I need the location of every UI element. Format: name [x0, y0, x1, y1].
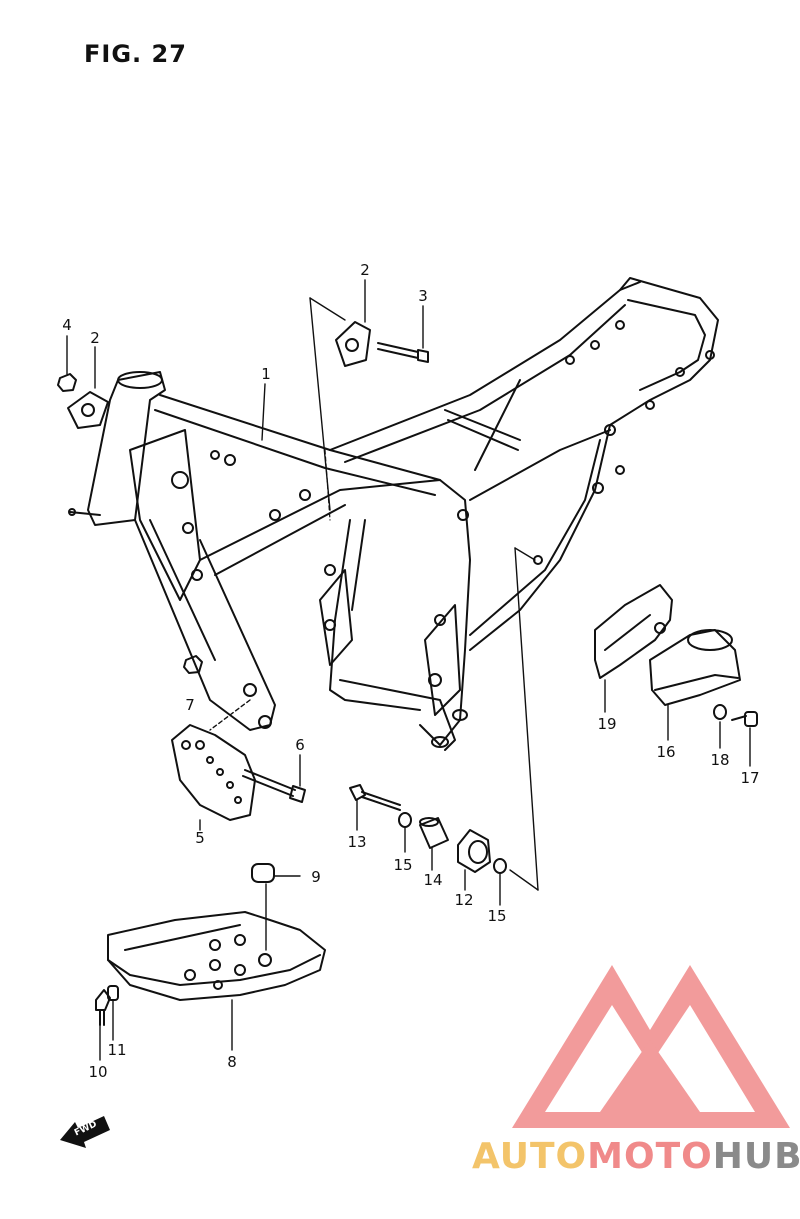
callout-15-b: 15: [487, 907, 507, 925]
part-13-bolt: [349, 784, 401, 811]
part-18-washer: [713, 704, 727, 720]
callout-16: 16: [656, 743, 676, 761]
part-7-nut: [183, 655, 203, 674]
callout-5: 5: [195, 829, 205, 847]
part-17-screw: [731, 711, 758, 727]
part-9-cushion: [251, 863, 275, 883]
callout-11: 11: [107, 1041, 127, 1059]
callout-8: 8: [227, 1053, 237, 1071]
fwd-arrow-icon: [60, 1116, 110, 1148]
part-2-gasket-left: [67, 391, 109, 429]
callout-9: 9: [311, 868, 321, 886]
callout-3: 3: [418, 287, 428, 305]
callout-14: 14: [423, 871, 443, 889]
watermark-moto: MOTO: [587, 1136, 713, 1177]
part-10-bolt: [95, 989, 111, 1026]
watermark-text: AUTOMOTOHUB: [472, 1136, 800, 1177]
part-16-battery-cover: [649, 629, 741, 706]
fig-title: FIG. 27: [84, 40, 187, 68]
part-2-gasket-right: [335, 321, 371, 367]
part-15-washer-b: [493, 858, 507, 874]
callout-6: 6: [295, 736, 305, 754]
callout-4: 4: [62, 316, 72, 334]
part-8-skid-plate: [107, 883, 326, 1001]
automotohub-logo-icon: [512, 965, 790, 1128]
watermark-hub: HUB: [712, 1136, 800, 1177]
callout-19: 19: [597, 715, 617, 733]
watermark-auto: AUTO: [472, 1136, 588, 1177]
callout-10: 10: [88, 1063, 108, 1081]
part-19-cover: [594, 584, 673, 679]
callout-1: 1: [261, 365, 271, 383]
callout-7: 7: [185, 696, 195, 714]
callout-12: 12: [454, 891, 474, 909]
part-5-plate: [171, 724, 256, 821]
callout-17: 17: [740, 769, 760, 787]
callout-15-a: 15: [393, 856, 413, 874]
part-4-nut: [57, 373, 77, 392]
callout-13: 13: [347, 833, 367, 851]
callout-18: 18: [710, 751, 730, 769]
part-6-bolt: [242, 769, 306, 803]
main-frame: [68, 277, 719, 751]
part-15-washer-a: [398, 812, 412, 828]
part-3-bolt: [377, 342, 429, 363]
callout-2-right: 2: [360, 261, 370, 279]
callout-2-left: 2: [90, 329, 100, 347]
part-14-spacer: [419, 817, 449, 849]
part-12-bushing: [457, 829, 491, 873]
